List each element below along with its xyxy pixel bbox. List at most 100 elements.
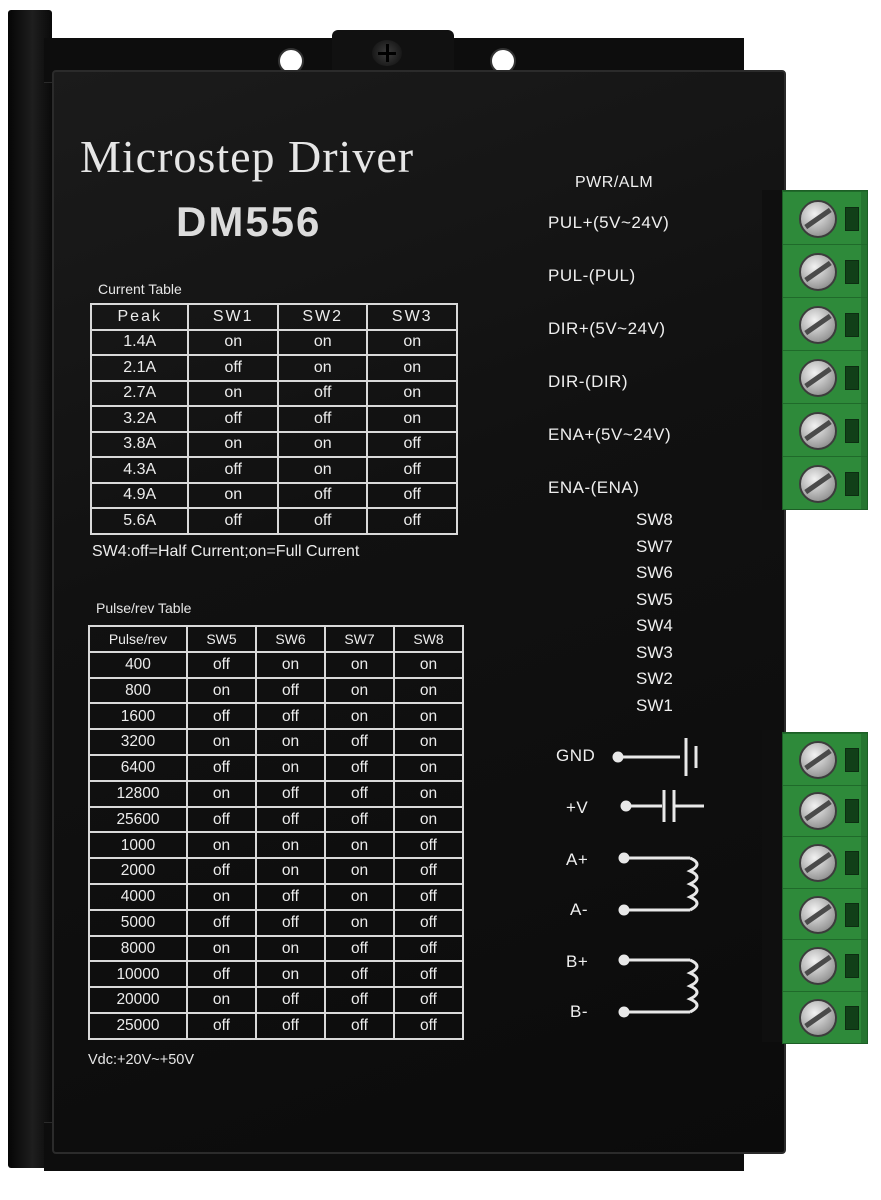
- current-table-cell: off: [366, 456, 458, 484]
- current-table-cell: on: [187, 379, 279, 407]
- dip-switch-label: SW3: [636, 642, 673, 662]
- terminal-screw-icon[interactable]: [799, 947, 837, 986]
- pulse-table-cell: off: [324, 728, 395, 756]
- signal-terminal-cell: [783, 244, 867, 298]
- current-table-header-cell: SW2: [276, 303, 369, 331]
- pulse-table-cell: on: [255, 728, 326, 756]
- terminal-screw-icon[interactable]: [799, 998, 837, 1037]
- current-table-header-cell: SW3: [366, 303, 458, 331]
- pulse-table-cell: on: [324, 882, 395, 911]
- dip-switch-label: SW8: [636, 510, 673, 529]
- current-table-cell: on: [366, 405, 458, 433]
- pulse-table-cell: on: [255, 831, 326, 860]
- dip-switch-label: SW1: [636, 695, 673, 715]
- power-terminal-block[interactable]: [782, 732, 868, 1044]
- pulse-table-cell: off: [186, 908, 257, 937]
- pulse-table-header-cell: SW5: [186, 625, 257, 653]
- current-table-cell: off: [366, 481, 458, 509]
- pulse-table-cell: on: [393, 728, 464, 756]
- pulse-table-cell: 400: [88, 650, 188, 679]
- pulse-table-cell: 20000: [88, 986, 188, 1014]
- pulse-table-cell: off: [255, 805, 326, 834]
- wire-slot-icon: [845, 312, 859, 337]
- pulse-table-cell: off: [186, 857, 257, 885]
- pulse-table-cell: off: [186, 805, 257, 834]
- pulse-table-cell: on: [186, 882, 257, 911]
- motor-pin-b-plus: B+: [566, 952, 589, 971]
- pulse-table-cell: on: [393, 779, 464, 808]
- pulse-table-cell: 3200: [88, 728, 188, 756]
- current-table-cell: on: [276, 430, 369, 458]
- terminal-screw-icon[interactable]: [799, 740, 837, 779]
- pulse-table-cell: on: [255, 934, 326, 963]
- terminal-screw-icon[interactable]: [799, 895, 837, 934]
- pulse-table-cell: off: [324, 1011, 395, 1040]
- pulse-table-caption: Pulse/rev Table: [96, 600, 192, 616]
- pulse-table-cell: on: [255, 960, 326, 989]
- current-table-cell: on: [187, 481, 279, 509]
- pulse-table-cell: off: [255, 1011, 326, 1040]
- terminal-screw-icon[interactable]: [799, 464, 837, 503]
- terminal-screw-icon[interactable]: [799, 792, 837, 831]
- current-table-cell: off: [187, 456, 279, 484]
- driver-side-panel: [8, 10, 52, 1168]
- terminal-screw-icon[interactable]: [799, 843, 837, 882]
- power-pin-gnd: GND: [556, 746, 596, 765]
- current-note: SW4:off=Half Current;on=Full Current: [92, 543, 360, 560]
- dip-switch-label: SW6: [636, 563, 673, 582]
- pulse-table-cell: off: [393, 882, 464, 911]
- terminal-screw-icon[interactable]: [799, 199, 837, 238]
- wire-slot-icon: [845, 365, 859, 390]
- pulse-table-cell: on: [393, 753, 464, 782]
- current-table-cell: on: [187, 430, 279, 458]
- signal-pin-label: PUL+(5V~24V): [548, 213, 670, 232]
- pulse-table-cell: 25000: [88, 1011, 188, 1040]
- wire-slot-icon: [845, 747, 859, 772]
- signal-terminal-block[interactable]: [782, 190, 868, 510]
- terminal-screw-icon[interactable]: [799, 411, 837, 450]
- current-table-cell: 4.9A: [89, 481, 190, 509]
- pulse-table-cell: off: [393, 934, 464, 963]
- terminal-screw-icon[interactable]: [799, 358, 837, 397]
- pwr-alm-label: PWR/ALM: [575, 174, 654, 191]
- current-table-cell: off: [276, 405, 369, 433]
- signal-terminal-cell: [783, 456, 867, 510]
- pulse-table-cell: on: [255, 753, 326, 782]
- pulse-table-cell: 25600: [88, 805, 188, 834]
- terminal-screw-icon[interactable]: [799, 305, 837, 344]
- signal-pin-label: DIR+(5V~24V): [548, 319, 666, 338]
- pulse-table-header-cell: SW6: [255, 625, 326, 653]
- signal-terminal-cell: [783, 191, 867, 245]
- signal-terminal-mount: [762, 190, 784, 510]
- pulse-table-cell: on: [255, 650, 326, 679]
- current-table-header-cell: Peak: [89, 303, 190, 331]
- pulse-table-cell: 800: [88, 676, 188, 705]
- pulse-table-cell: off: [186, 650, 257, 679]
- current-table-cell: on: [366, 354, 458, 382]
- device-model: DM556: [176, 198, 322, 245]
- pulse-table-cell: 1000: [88, 831, 188, 860]
- wire-slot-icon: [845, 206, 859, 231]
- current-table-cell: off: [276, 481, 369, 509]
- wire-slot-icon: [845, 259, 859, 284]
- current-table-cell: 4.3A: [89, 456, 190, 484]
- pulse-table-cell: on: [186, 934, 257, 963]
- signal-terminal-cell: [783, 297, 867, 351]
- current-table-cell: 3.2A: [89, 405, 190, 433]
- wire-slot-icon: [845, 1005, 859, 1030]
- pulse-table-cell: on: [324, 908, 395, 937]
- terminal-screw-icon[interactable]: [799, 252, 837, 291]
- pulse-table-cell: on: [324, 831, 395, 860]
- wire-slot-icon: [845, 954, 859, 979]
